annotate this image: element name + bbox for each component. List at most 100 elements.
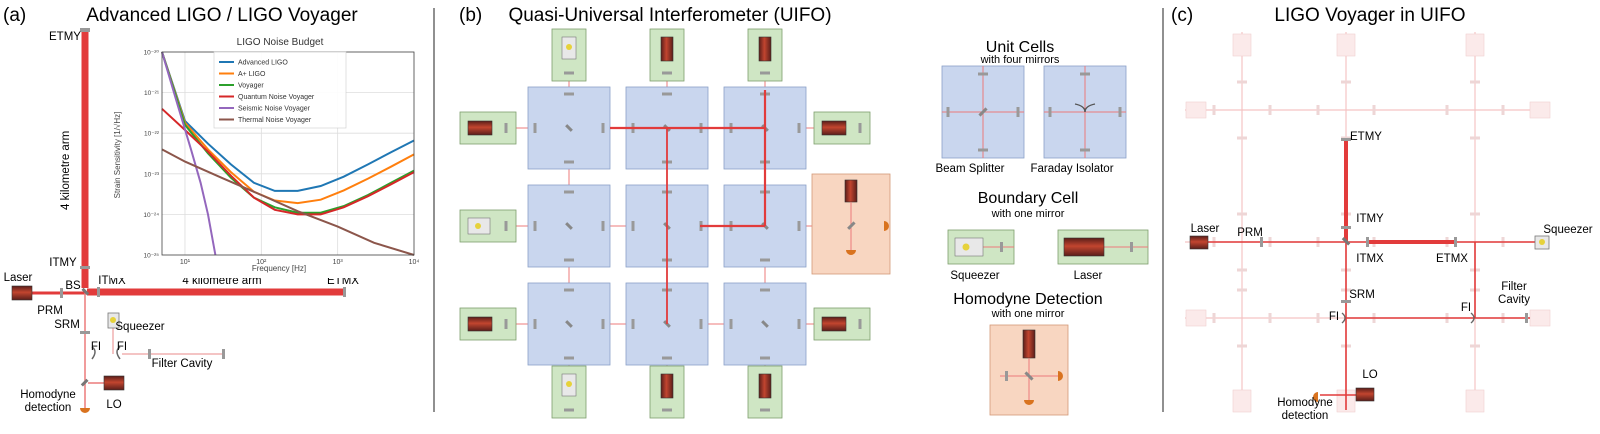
faraday-isolator-label: Faraday Isolator bbox=[1030, 163, 1113, 175]
c-label-fi-2: FI bbox=[1461, 302, 1471, 314]
faint-boundary-cell bbox=[1465, 33, 1485, 57]
cell-beam-splitter bbox=[761, 320, 769, 328]
chart-ytick-label: 10⁻²¹ bbox=[144, 90, 160, 97]
lo-laser-icon bbox=[1022, 329, 1036, 359]
chart-xtick-label: 10⁴ bbox=[409, 259, 420, 266]
laser-icon bbox=[758, 36, 772, 62]
mirror bbox=[662, 92, 672, 96]
mirror bbox=[760, 288, 770, 292]
mirror bbox=[564, 92, 574, 96]
c-label-etmx: ETMX bbox=[1436, 253, 1468, 265]
label-etmy: ETMY bbox=[49, 31, 81, 43]
photodiode-icon bbox=[1058, 371, 1063, 381]
faint-boundary-cell bbox=[1232, 33, 1252, 57]
c-prm-mirror bbox=[1260, 237, 1263, 247]
chart-legend-entry: Voyager bbox=[238, 83, 264, 90]
unit-cells-subtitle: with four mirrors bbox=[980, 54, 1060, 66]
mirror bbox=[533, 319, 537, 329]
mirror bbox=[662, 71, 672, 75]
mirror bbox=[760, 356, 770, 360]
cell-beam-splitter bbox=[565, 124, 573, 132]
chart-legend-box bbox=[213, 51, 347, 129]
laser-icon bbox=[821, 316, 847, 332]
photodiode-icon bbox=[846, 250, 856, 255]
beam-splitter-label: Beam Splitter bbox=[935, 163, 1004, 175]
faint-mirror bbox=[1470, 212, 1480, 216]
c-fi1-icon bbox=[1341, 312, 1346, 324]
mirror bbox=[1048, 107, 1052, 117]
chart-ylabel: Strain Sensitivity [1/√Hz] bbox=[113, 112, 122, 199]
mirror bbox=[1080, 148, 1090, 152]
mirror bbox=[978, 72, 988, 76]
c-label-itmy: ITMY bbox=[1356, 213, 1384, 225]
c-lo-laser-icon bbox=[1355, 387, 1375, 402]
mirror bbox=[631, 221, 635, 231]
laser-icon bbox=[758, 373, 772, 399]
mirror bbox=[1000, 242, 1003, 252]
mirror bbox=[858, 319, 862, 329]
laser-icon bbox=[821, 120, 847, 136]
chart-legend-entry: Thermal Noise Voyager bbox=[238, 117, 312, 124]
itmx-mirror bbox=[97, 287, 100, 297]
mirror bbox=[699, 319, 703, 329]
mirror bbox=[662, 408, 672, 412]
chart-ytick-label: 10⁻²⁰ bbox=[144, 50, 160, 57]
chart-series-line bbox=[161, 108, 415, 216]
mirror bbox=[797, 319, 801, 329]
homodyne-subtitle: with one mirror bbox=[991, 308, 1065, 320]
faint-mirror bbox=[1470, 344, 1480, 348]
label-lo: LO bbox=[106, 399, 121, 411]
cell-beam-splitter bbox=[565, 320, 573, 328]
c-srm-mirror bbox=[1341, 300, 1351, 303]
c-label-itmx: ITMX bbox=[1356, 253, 1384, 265]
faint-mirror bbox=[1470, 80, 1480, 84]
chart-title: LIGO Noise Budget bbox=[237, 37, 324, 48]
mirror bbox=[760, 71, 770, 75]
mirror bbox=[631, 319, 635, 329]
laser-icon bbox=[1063, 237, 1105, 257]
laser-icon bbox=[660, 373, 674, 399]
mirror bbox=[1005, 371, 1008, 381]
lo-laser-icon bbox=[103, 375, 125, 391]
etmx-mirror bbox=[343, 287, 346, 297]
mirror bbox=[564, 160, 574, 164]
faint-mirror bbox=[1501, 105, 1505, 115]
chart-series-line bbox=[161, 148, 415, 256]
c-etmy-mirror bbox=[1341, 138, 1351, 141]
faint-mirror bbox=[1268, 313, 1272, 323]
faint-mirror bbox=[1212, 105, 1216, 115]
boundary-cell-subtitle: with one mirror bbox=[991, 208, 1065, 220]
mirror bbox=[797, 123, 801, 133]
faint-boundary-cell bbox=[1232, 389, 1252, 413]
chart-xtick-label: 10¹ bbox=[180, 259, 191, 266]
c-label-srm: SRM bbox=[1349, 289, 1375, 301]
mirror bbox=[533, 123, 537, 133]
mirror bbox=[978, 148, 988, 152]
faint-boundary-cell bbox=[1336, 33, 1356, 57]
faint-boundary-cell bbox=[1185, 101, 1207, 119]
chart-legend-entry: Advanced LIGO bbox=[238, 60, 288, 67]
c-label-lo: LO bbox=[1362, 369, 1377, 381]
chart-series-line bbox=[161, 51, 415, 205]
mirror bbox=[564, 71, 574, 75]
c-label-squeezer: Squeezer bbox=[1543, 224, 1592, 236]
mirror bbox=[1130, 242, 1133, 252]
laser-icon bbox=[467, 316, 493, 332]
faint-mirror bbox=[1237, 288, 1247, 292]
prm-mirror bbox=[60, 288, 63, 298]
mirror bbox=[504, 221, 508, 231]
mirror bbox=[760, 258, 770, 262]
faint-mirror bbox=[1237, 136, 1247, 140]
mirror bbox=[1118, 107, 1122, 117]
label-fi-2: FI bbox=[117, 341, 127, 353]
chart-xtick-label: 10² bbox=[256, 259, 267, 266]
squeezer-label: Squeezer bbox=[950, 270, 999, 282]
mirror bbox=[564, 190, 574, 194]
faint-mirror bbox=[1237, 212, 1247, 216]
fc-mirror-2 bbox=[222, 349, 225, 359]
panel-a-title: Advanced LIGO / LIGO Voyager bbox=[86, 5, 358, 26]
c-itmx-mirror bbox=[1366, 237, 1369, 247]
